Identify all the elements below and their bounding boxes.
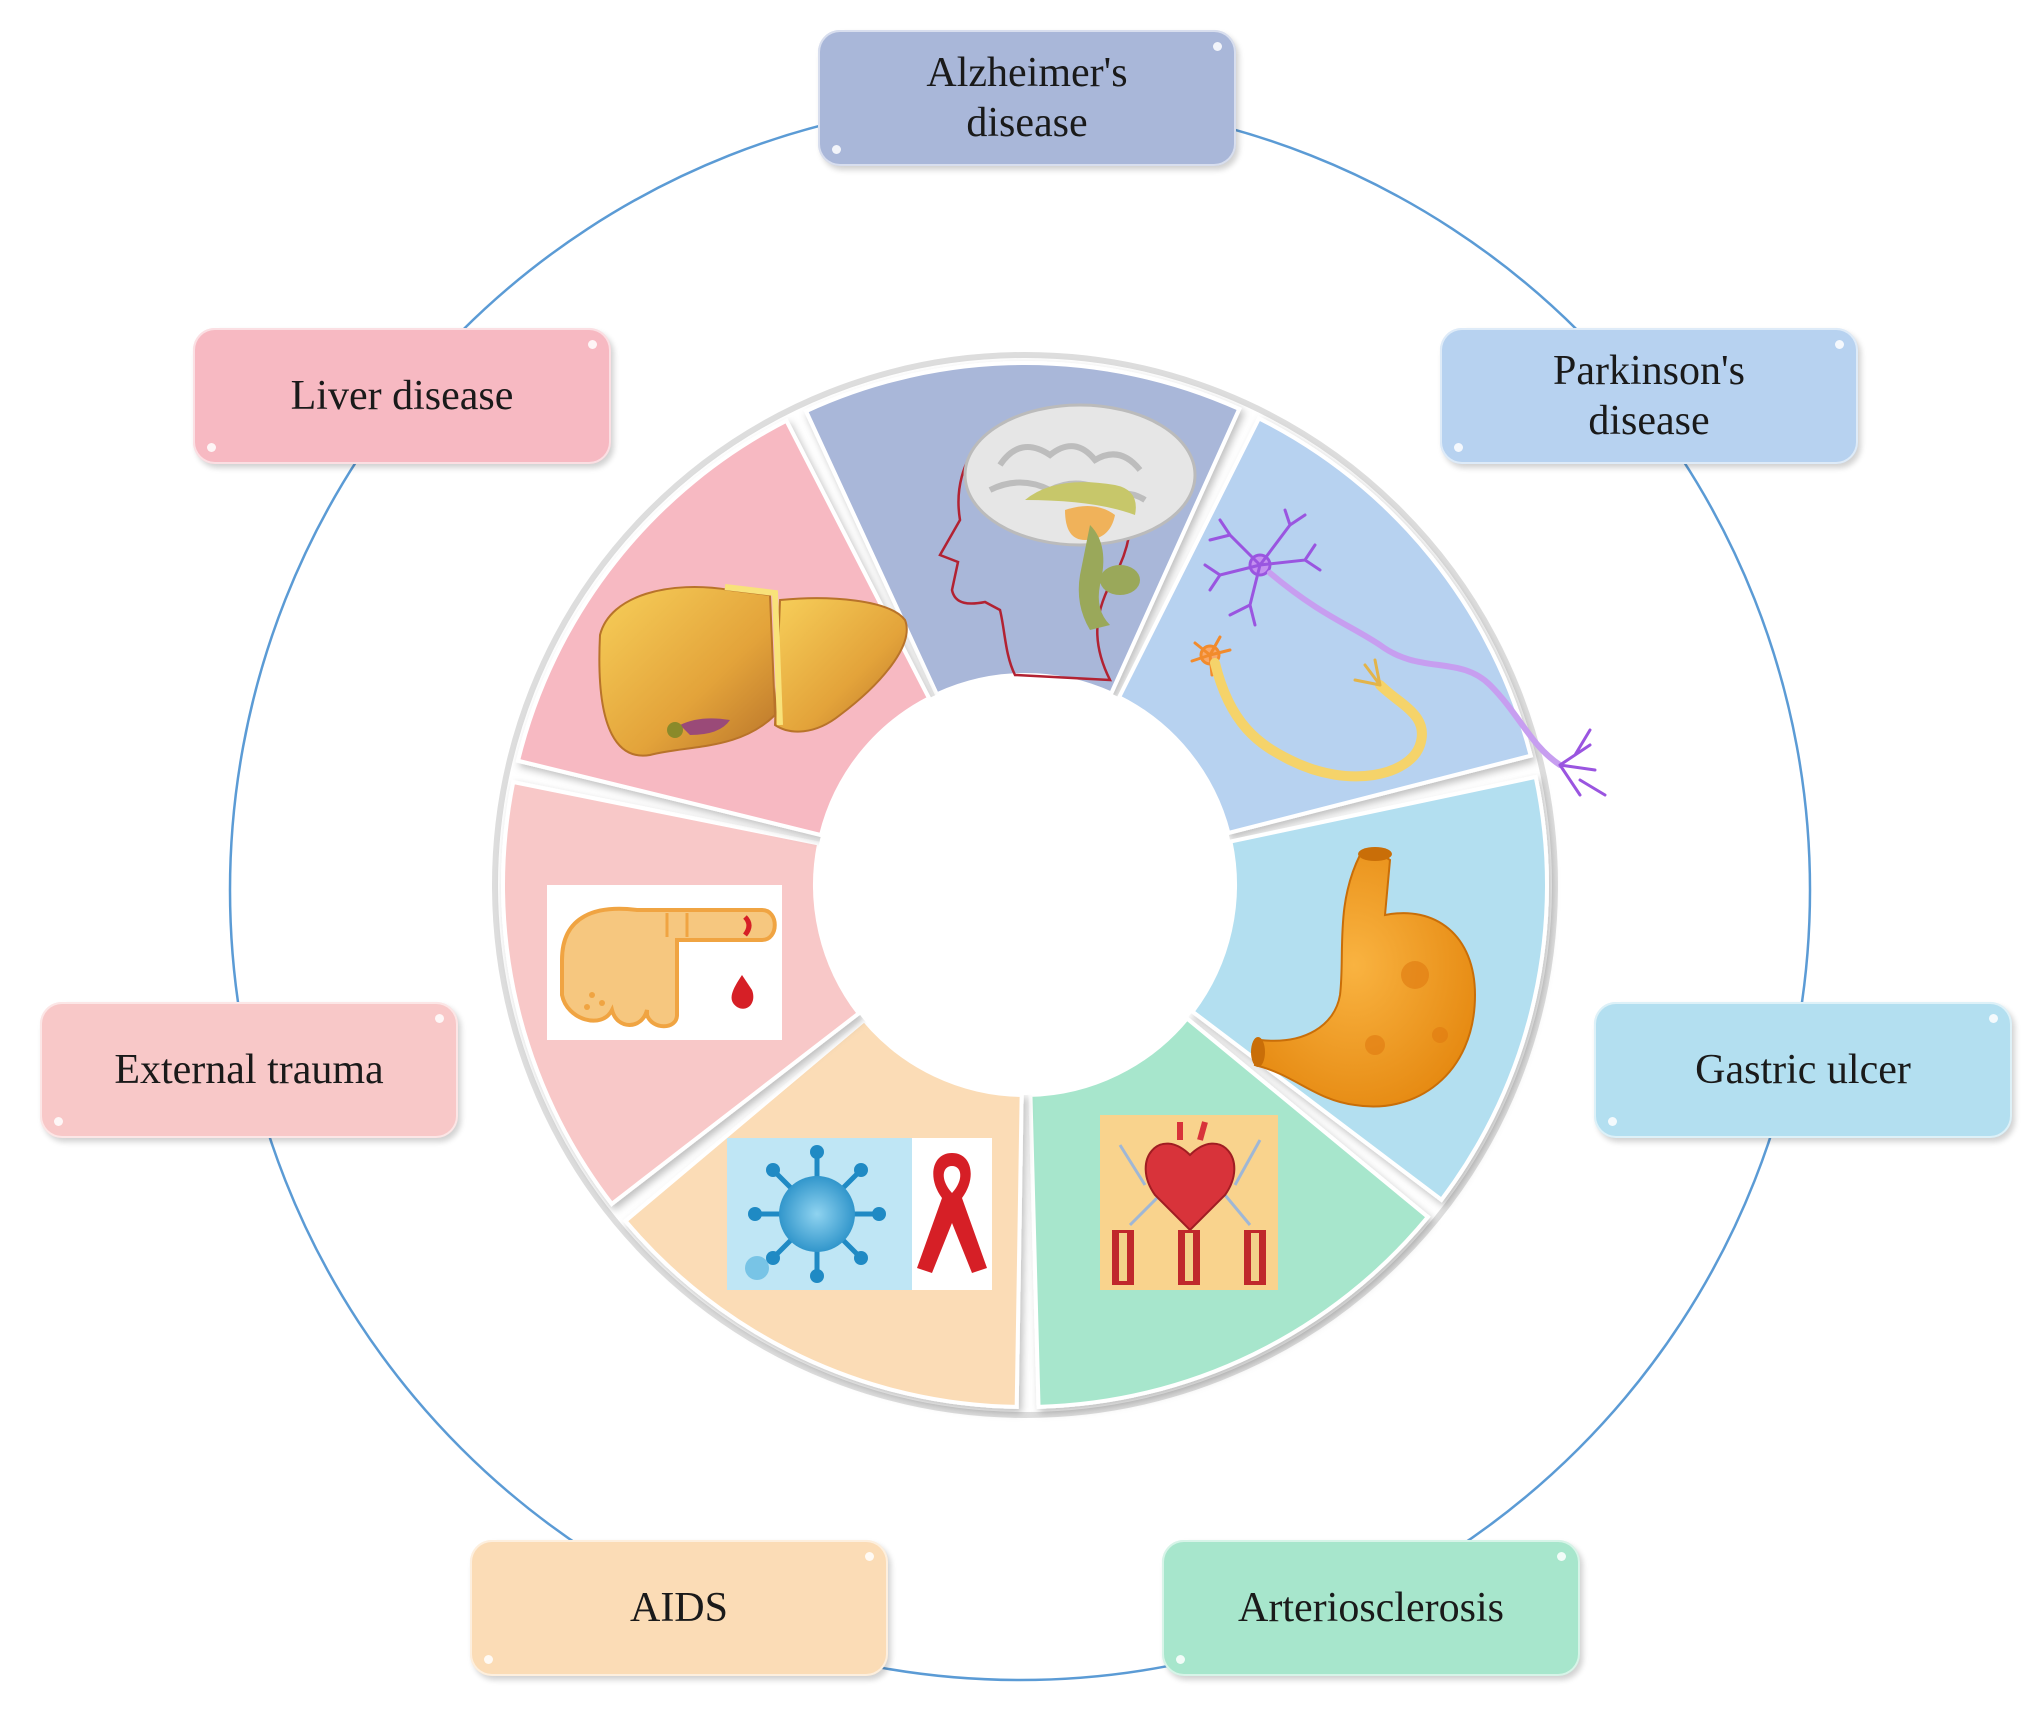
label-aids-text: AIDS: [629, 1585, 728, 1631]
label-parkinson: Parkinson's disease: [1440, 328, 1858, 464]
label-aids: AIDS: [470, 1540, 888, 1676]
neuron-icon: [1190, 508, 1607, 797]
heart-arteries-icon: [1100, 1115, 1278, 1290]
label-liver: Liver disease: [193, 328, 611, 464]
brain-head-icon: [938, 403, 1197, 682]
label-alzheimer: Alzheimer's disease: [818, 30, 1236, 166]
virus-ribbon-icon: [727, 1138, 992, 1290]
label-gastric: Gastric ulcer: [1594, 1002, 2012, 1138]
label-parkinson-text: Parkinson's disease: [1553, 348, 1745, 444]
liver-icon: [598, 584, 908, 757]
stomach-icon: [1251, 847, 1477, 1108]
label-trauma-text: External trauma: [114, 1047, 384, 1093]
label-trauma: External trauma: [40, 1002, 458, 1138]
label-alzheimer-text: Alzheimer's disease: [926, 50, 1128, 146]
label-arterio-text: Arteriosclerosis: [1238, 1585, 1504, 1631]
label-arterio: Arteriosclerosis: [1162, 1540, 1580, 1676]
label-gastric-text: Gastric ulcer: [1695, 1047, 1911, 1093]
label-liver-text: Liver disease: [290, 373, 514, 419]
bleeding-finger-icon: [547, 885, 782, 1040]
center-hole: [815, 675, 1235, 1095]
